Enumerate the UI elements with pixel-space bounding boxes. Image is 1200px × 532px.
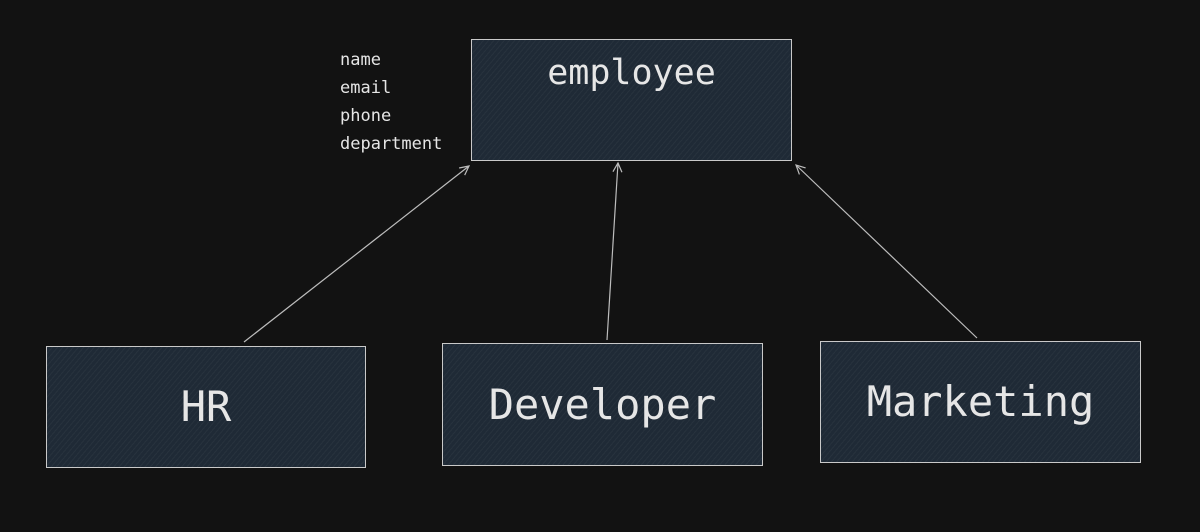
attribute-item: name bbox=[340, 50, 381, 70]
node-marketing[interactable]: Marketing bbox=[820, 341, 1141, 463]
attribute-item: department bbox=[340, 134, 443, 154]
node-employee[interactable]: employee bbox=[471, 39, 792, 161]
attribute-item: email bbox=[340, 78, 392, 98]
edge-marketing-to-employee bbox=[795, 164, 978, 339]
node-hr-label: HR bbox=[180, 382, 232, 431]
node-employee-label: employee bbox=[547, 53, 716, 93]
node-marketing-label: Marketing bbox=[866, 377, 1095, 426]
attribute-item: phone bbox=[340, 106, 392, 126]
node-hr[interactable]: HR bbox=[46, 346, 366, 468]
edge-developer-to-employee bbox=[606, 161, 623, 341]
node-developer[interactable]: Developer bbox=[442, 343, 763, 466]
node-developer-label: Developer bbox=[488, 379, 717, 429]
employee-attribute-list: name email phone department bbox=[340, 46, 442, 158]
edge-hr-to-employee bbox=[243, 165, 471, 343]
